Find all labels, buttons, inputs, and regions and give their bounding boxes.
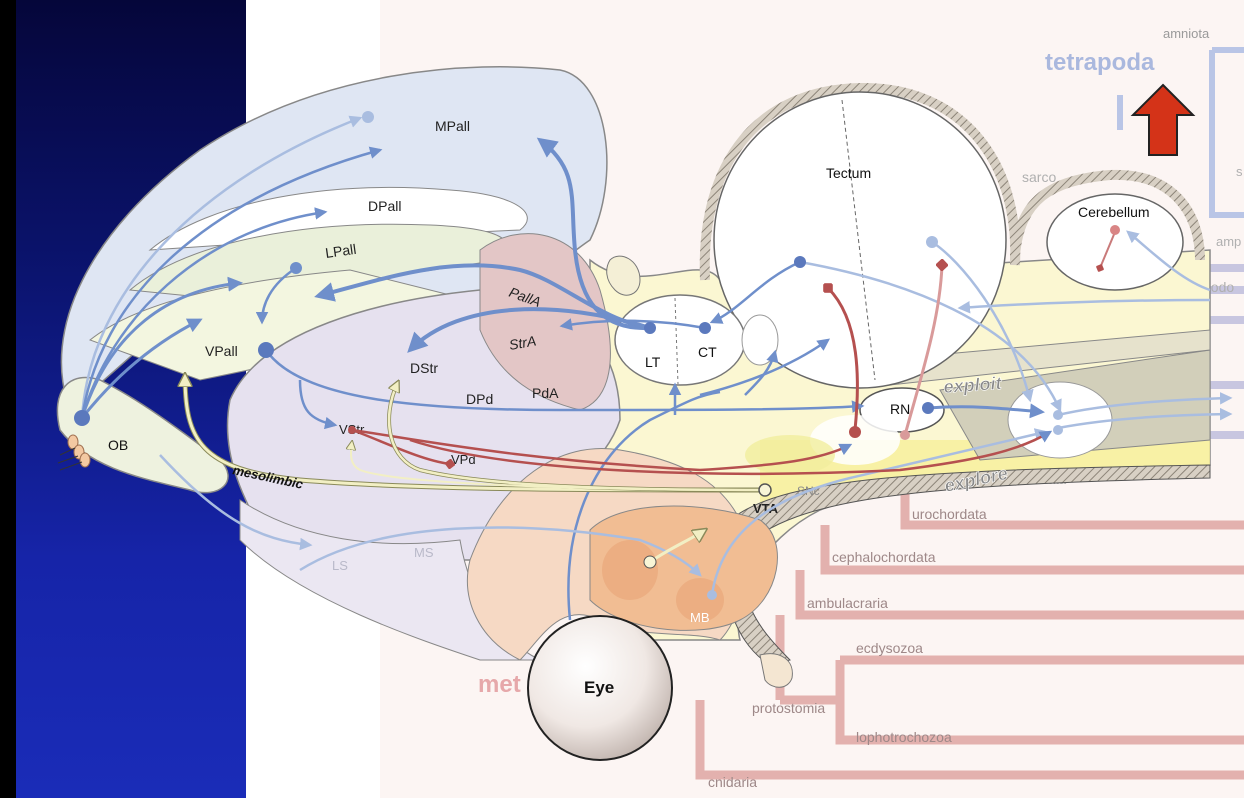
path-tectum2-spinal <box>931 240 1034 403</box>
stra-label: StrA <box>508 332 538 352</box>
path-red-spinal <box>409 430 1053 475</box>
path-ob-mpall <box>80 146 383 419</box>
path-lt-dstr <box>407 307 651 353</box>
ls-label: LS <box>332 558 348 573</box>
mpall-label: MPall <box>435 118 470 134</box>
exploit-label: exploit <box>943 373 1003 397</box>
path-rn-tectum <box>828 288 859 431</box>
vpall-label: VPall <box>205 343 238 359</box>
path-ob-mpall-light <box>80 115 363 419</box>
tree-branch-cnidaria <box>695 700 1244 780</box>
label-s: s <box>1236 164 1243 179</box>
label-ambulacraria: ambulacraria <box>807 595 888 611</box>
ob-label: OB <box>108 437 128 453</box>
tectum-label: Tectum <box>826 165 871 181</box>
path-to-cerebellum <box>1126 230 1211 292</box>
tectum-shell <box>699 82 1205 281</box>
pda-label: PdA <box>532 385 559 401</box>
path-vstr-vpd <box>351 428 450 464</box>
label-protostomia: protostomia <box>752 700 825 716</box>
label-cephalochordata: cephalochordata <box>832 549 936 565</box>
pallial-amygdala-region <box>479 233 611 411</box>
cerebellum-region <box>1046 193 1184 291</box>
eye-label: Eye <box>584 678 614 697</box>
lpall-label: LPall <box>324 241 357 261</box>
path-explore <box>710 428 1048 596</box>
mb-nucleus-region <box>589 505 778 631</box>
spinal-target-region <box>1007 381 1113 459</box>
label-tetrapoda: tetrapoda <box>1045 49 1155 76</box>
path-lt-lpall <box>314 263 651 330</box>
label-lophotrochozoa: lophotrochozoa <box>856 729 952 745</box>
path-tectum-ct <box>709 260 801 324</box>
label-cnidaria: cnidaria <box>708 774 757 790</box>
path-tectum-spinal <box>799 260 1062 413</box>
olfactory-bulb-region <box>56 376 229 494</box>
path-ob-vpall <box>80 318 203 419</box>
path-ob-lpall <box>80 276 243 419</box>
cerebellum-label: Cerebellum <box>1078 204 1150 220</box>
path-rn-up <box>903 265 942 436</box>
pituitary-region <box>759 653 793 688</box>
rn-label: RN <box>890 401 910 417</box>
vta-node <box>758 483 772 497</box>
ct-label: CT <box>698 344 717 360</box>
tree-branch-tetrapoda <box>1117 47 1244 218</box>
pineal-region <box>606 255 641 296</box>
path-ob-ls <box>159 454 313 551</box>
path-ct-palla <box>559 318 706 331</box>
olfactory-epithelium-icon <box>57 434 91 471</box>
tectum-midline <box>841 99 876 381</box>
brain: Tectum Cerebellum OB <box>56 66 1233 761</box>
path-output-2 <box>1057 407 1233 430</box>
mb-label: MB <box>690 610 710 625</box>
tree-branch-chordata <box>795 490 1244 620</box>
path-output-1 <box>1057 392 1233 417</box>
dpall-label: DPall <box>368 198 401 214</box>
mpall-node <box>362 111 374 123</box>
path-optic <box>567 390 721 621</box>
mb-subnucleus-a <box>602 540 658 600</box>
floor-membrane <box>723 464 1211 666</box>
tree-labels: amniota tetrapoda sarco amp podo s ata u… <box>478 26 1243 790</box>
thalamus-region <box>614 294 746 386</box>
label-podo: podo <box>1203 279 1234 295</box>
vta-label: VTA <box>753 501 779 516</box>
label-met: met <box>478 671 521 698</box>
dstr-label: DStr <box>410 360 438 376</box>
path-rn-spinal <box>927 403 1045 419</box>
label-amp: amp <box>1216 234 1241 249</box>
dpd-label: DPd <box>466 391 493 407</box>
ms-label: MS <box>414 545 434 560</box>
up-arrow-icon <box>1130 83 1196 156</box>
pathways <box>74 111 1233 621</box>
label-sarco: sarco <box>1022 169 1056 185</box>
lt-label: LT <box>645 354 661 370</box>
cerebellum-red-path <box>1100 231 1116 268</box>
path-vpall-rn <box>264 349 865 413</box>
ob-node <box>74 410 90 426</box>
label-ecdysozoa: ecdysozoa <box>856 640 923 656</box>
path-vpall-vstr <box>298 379 338 430</box>
label-urochordata: urochordata <box>912 506 987 522</box>
eye-icon <box>527 615 673 761</box>
label-amniota: amniota <box>1163 26 1210 41</box>
path-lpall-vpall <box>255 266 297 325</box>
tectum-region <box>713 91 1007 389</box>
path-vstr-rn <box>351 428 853 472</box>
